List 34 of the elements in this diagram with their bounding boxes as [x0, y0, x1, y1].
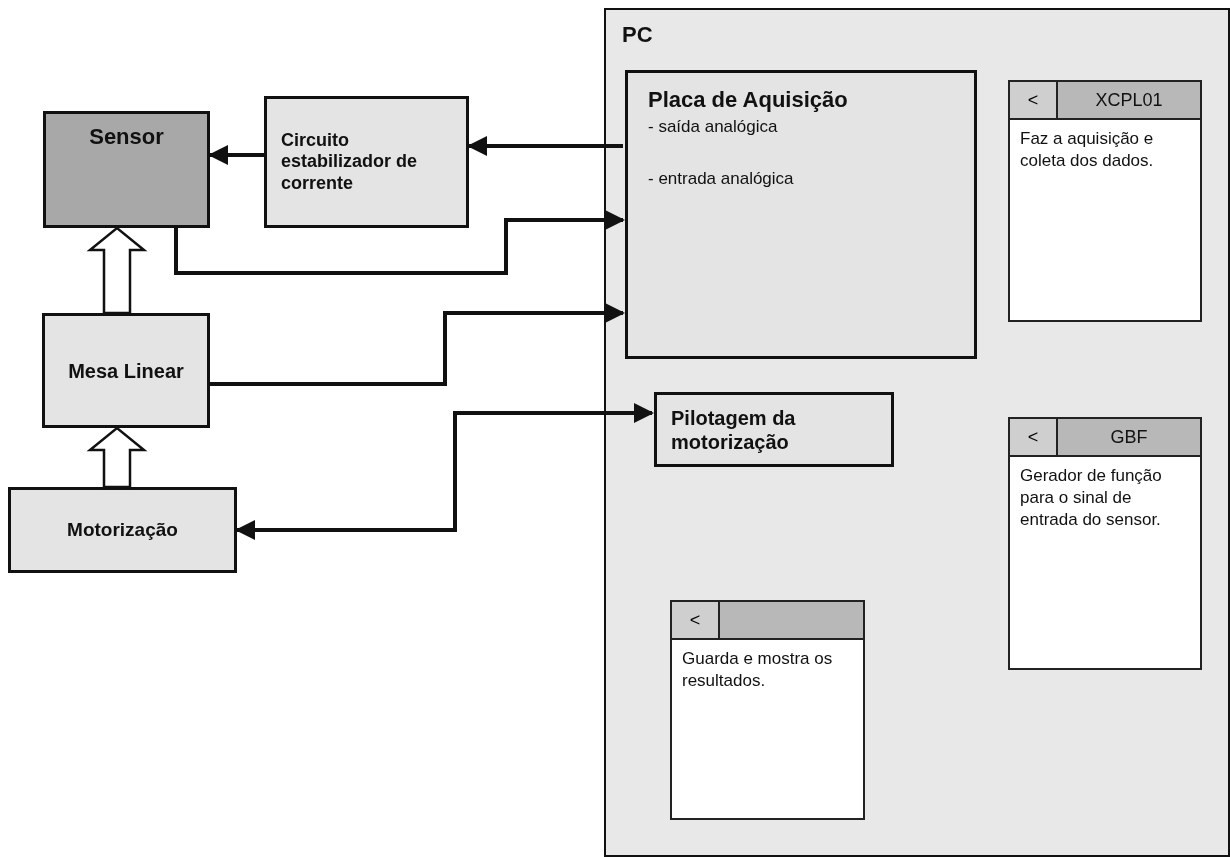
arrow — [235, 403, 654, 540]
list-item: - entrada analógica — [648, 169, 795, 189]
arrow — [467, 136, 623, 156]
process-box — [8, 487, 237, 573]
program-window — [1008, 80, 1202, 322]
box-title: Placa de Aquisição — [648, 87, 849, 113]
arrow — [210, 303, 625, 386]
process-box — [43, 111, 210, 228]
process-box — [42, 313, 210, 428]
box-label: Circuito estabilizador de corrente — [281, 129, 419, 195]
box-label: Motorização — [67, 518, 178, 542]
program-window — [1008, 417, 1202, 670]
block-arrow — [86, 426, 148, 489]
back-button: < — [672, 602, 720, 638]
back-button: < — [1010, 419, 1058, 455]
window-title: GBF — [1109, 425, 1149, 449]
list-item: - saída analógica — [648, 117, 779, 137]
block-arrow — [86, 226, 148, 315]
pc-container — [604, 8, 1230, 857]
process-box — [625, 70, 977, 359]
arrow — [208, 145, 264, 165]
window-text: Gerador de função para o sinal de entrada do sensor. — [1019, 465, 1163, 532]
box-label: Mesa Linear — [68, 358, 184, 383]
program-window — [670, 600, 865, 820]
process-box — [264, 96, 469, 228]
window-text: Guarda e mostra os resultados. — [681, 648, 834, 693]
window-title: XCPL01 — [1094, 88, 1164, 112]
arrow — [174, 210, 625, 275]
window-text: Faz a aquisição e coleta dos dados. — [1019, 128, 1155, 173]
box-label: Pilotagem da motorização — [671, 405, 797, 454]
back-button: < — [1010, 82, 1058, 118]
container-title: PC — [622, 22, 653, 48]
process-box — [654, 392, 894, 467]
box-label: Sensor — [89, 124, 164, 151]
